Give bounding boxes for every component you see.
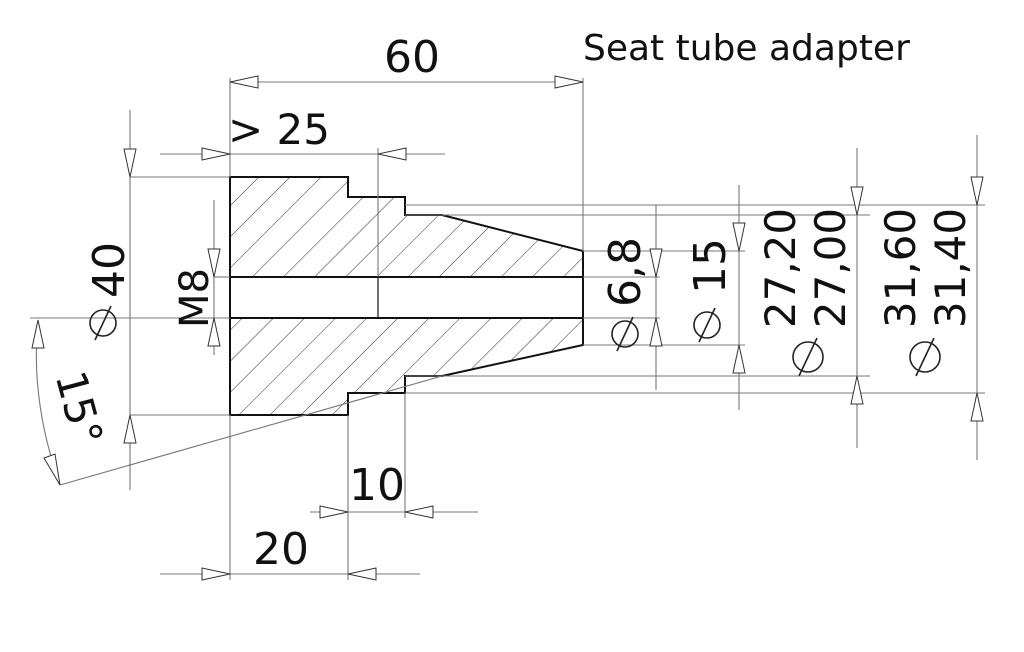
dim-diameter-27-upper: 27,20	[756, 208, 805, 328]
dim-diameter-27-lower: 27,00	[806, 208, 855, 328]
diameter-symbol-27	[792, 337, 824, 377]
diameter-symbol-40	[89, 305, 117, 341]
part-section	[229, 176, 584, 416]
diameter-symbol-15	[693, 307, 721, 343]
lower-half-section	[229, 317, 584, 416]
drawing-title: Seat tube adapter	[583, 28, 910, 69]
dim-thread-depth: > 25	[228, 105, 330, 154]
diameter-symbol-6-8	[611, 316, 639, 352]
diameter-symbols	[89, 305, 941, 377]
dim-length-20: 20	[253, 524, 309, 575]
dim-diameter-31-upper: 31,60	[876, 208, 925, 328]
dim-overall-length: 60	[384, 32, 440, 83]
dim-angle: 15°	[46, 366, 113, 451]
upper-half-section	[229, 176, 584, 278]
dim-diameter-40: 40	[84, 242, 135, 298]
dim-diameter-15: 15	[685, 238, 736, 294]
diameter-symbol-31	[909, 337, 941, 377]
arrowheads	[31, 75, 984, 581]
dim-diameter-31-lower: 31,40	[926, 208, 975, 328]
dim-diameter-6-8: 6,8	[600, 237, 651, 307]
dim-length-10: 10	[349, 460, 405, 511]
dim-thread: M8	[172, 268, 218, 328]
